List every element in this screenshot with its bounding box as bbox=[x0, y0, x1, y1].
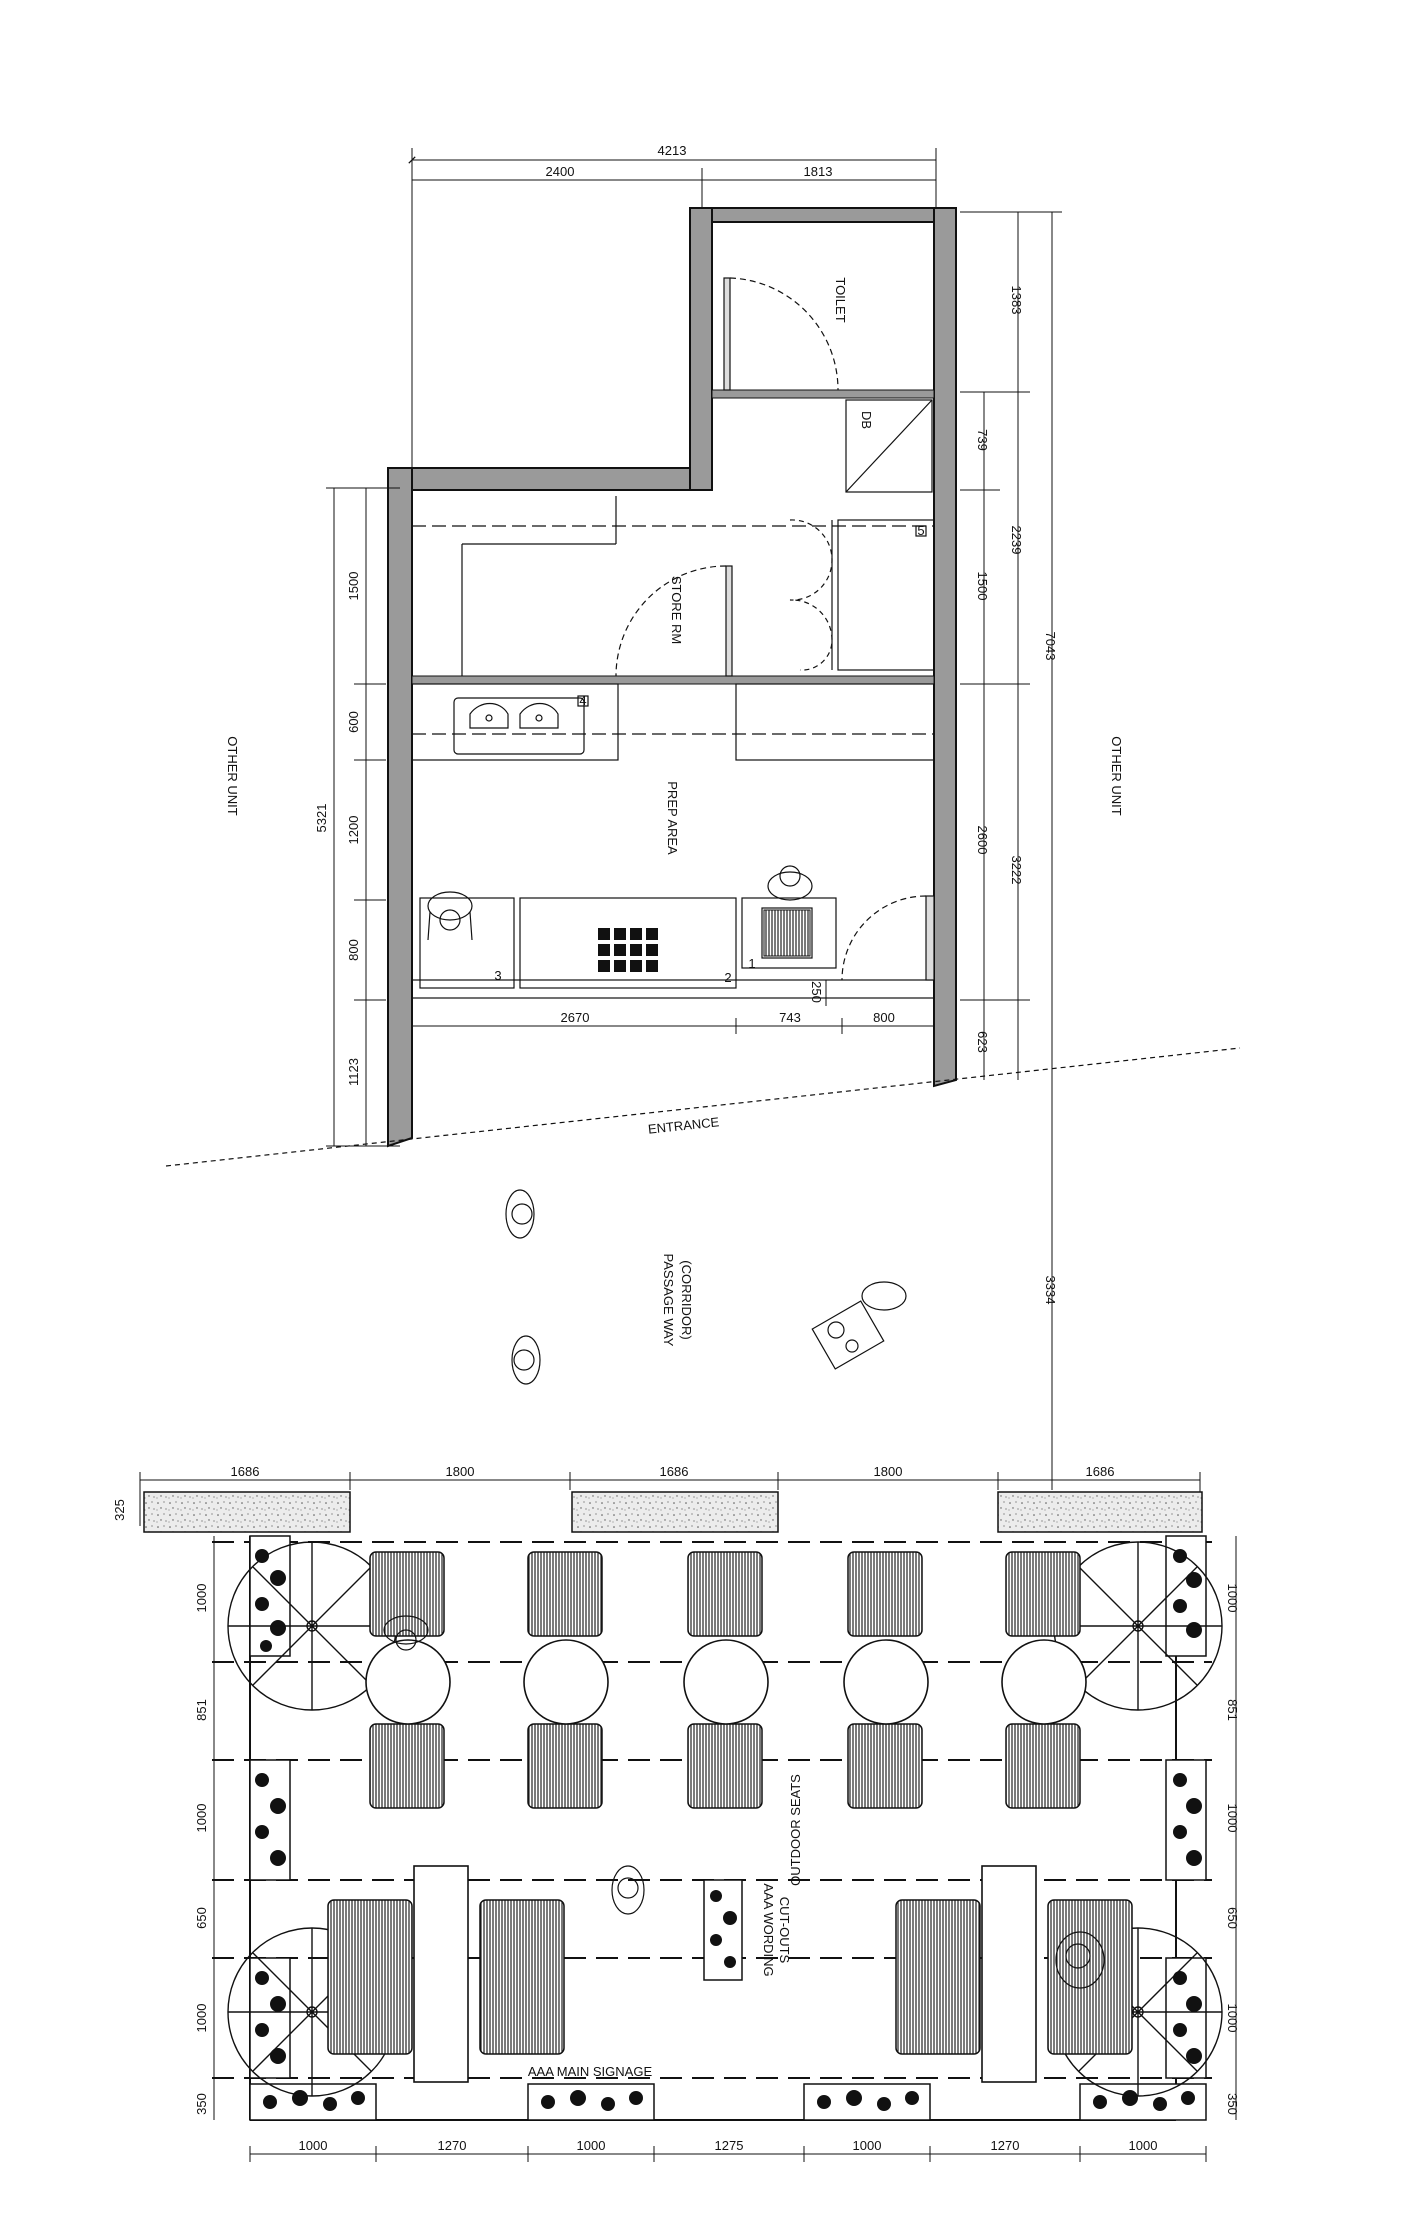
dim-out-r-350: 350 bbox=[1225, 2093, 1240, 2115]
dim-left-1123: 1123 bbox=[346, 1058, 361, 1086]
person-icon-kitchen-left bbox=[427, 891, 473, 941]
label-passage-way: PASSAGE WAY bbox=[661, 1254, 676, 1347]
label-toilet: TOILET bbox=[833, 277, 848, 322]
planter-strips bbox=[143, 1491, 1203, 1533]
label-other-unit-right: OTHER UNIT bbox=[1109, 736, 1124, 816]
person-icon-corridor-1 bbox=[505, 1189, 535, 1239]
dim-right-3222: 3222 bbox=[1009, 856, 1024, 885]
grill-unit bbox=[763, 909, 811, 957]
dim-top-2400: 2400 bbox=[546, 164, 575, 179]
dim-left-800: 800 bbox=[346, 939, 361, 961]
dim-800: 800 bbox=[873, 1010, 895, 1025]
dim-out-b-3: 1000 bbox=[577, 2138, 606, 2153]
label-outdoor-seats: OUTDOOR SEATS bbox=[788, 1774, 803, 1886]
prep-area bbox=[411, 683, 935, 999]
dim-out-r-1000b: 1000 bbox=[1225, 1804, 1240, 1833]
dim-right-739: 739 bbox=[975, 429, 990, 451]
top-dimensions bbox=[412, 148, 937, 470]
outdoor-side-dims bbox=[213, 1536, 1237, 2120]
building-walls bbox=[387, 207, 957, 1148]
dim-right-623: 623 bbox=[975, 1031, 990, 1053]
dim-right-7043: 7043 bbox=[1043, 632, 1058, 661]
label-prep: PREP AREA bbox=[665, 781, 680, 855]
label-entrance: ENTRANCE bbox=[647, 1114, 720, 1136]
tag-5: 5 bbox=[917, 523, 924, 538]
label-db: DB bbox=[859, 411, 874, 429]
dim-out-top-4: 1800 bbox=[874, 1464, 903, 1479]
db-cabinet bbox=[845, 399, 933, 493]
dim-out-top-3: 1686 bbox=[660, 1464, 689, 1479]
label-wording-2: CUT-OUTS bbox=[777, 1897, 792, 1964]
dim-out-b-6: 1270 bbox=[991, 2138, 1020, 2153]
label-store: STORE RM bbox=[669, 576, 684, 644]
dim-out-l-350: 350 bbox=[194, 2093, 209, 2115]
tag-2: 2 bbox=[724, 970, 731, 985]
dim-right-1383: 1383 bbox=[1009, 286, 1024, 315]
label-wording-1: AAA WORDING bbox=[761, 1883, 776, 1976]
dim-out-b-4: 1275 bbox=[715, 2138, 744, 2153]
dim-743: 743 bbox=[779, 1010, 801, 1025]
store-room bbox=[412, 496, 935, 677]
dim-out-top-1: 1686 bbox=[231, 1464, 260, 1479]
dim-out-l-851: 851 bbox=[194, 1699, 209, 1721]
dim-out-b-7: 1000 bbox=[1129, 2138, 1158, 2153]
dim-out-r-851: 851 bbox=[1225, 1699, 1240, 1721]
label-other-unit-left: OTHER UNIT bbox=[225, 736, 240, 816]
person-icon-corridor-3 bbox=[811, 1281, 907, 1370]
dim-right-3334: 3334 bbox=[1043, 1276, 1058, 1305]
label-corridor: (CORRIDOR) bbox=[679, 1260, 694, 1339]
dim-250: 250 bbox=[809, 981, 824, 1003]
dim-out-b-5: 1000 bbox=[853, 2138, 882, 2153]
cooktop-grid bbox=[598, 928, 658, 972]
person-icon-corridor-2 bbox=[511, 1335, 541, 1385]
dim-out-top-2: 1800 bbox=[446, 1464, 475, 1479]
dim-top-1813: 1813 bbox=[804, 164, 833, 179]
dim-out-top-5: 1686 bbox=[1086, 1464, 1115, 1479]
dim-left-5321: 5321 bbox=[314, 804, 329, 833]
dim-out-325: 325 bbox=[112, 1499, 127, 1521]
outdoor-chairs bbox=[327, 1551, 1133, 2055]
tag-1: 1 bbox=[748, 956, 755, 971]
tag-4: 4 bbox=[579, 693, 586, 708]
dim-out-l-1000a: 1000 bbox=[194, 1584, 209, 1613]
right-dims bbox=[960, 211, 1062, 1490]
dim-out-r-1000a: 1000 bbox=[1225, 1584, 1240, 1613]
dim-out-r-650: 650 bbox=[1225, 1907, 1240, 1929]
dim-right-2239: 2239 bbox=[1009, 526, 1024, 555]
dim-top-total: 4213 bbox=[658, 143, 687, 158]
person-icon-outdoor bbox=[383, 1615, 1105, 1989]
label-main-signage: AAA MAIN SIGNAGE bbox=[528, 2064, 653, 2079]
dim-left-1200: 1200 bbox=[346, 816, 361, 845]
outdoor-bottom-dims bbox=[249, 2146, 1207, 2162]
dim-2670: 2670 bbox=[561, 1010, 590, 1025]
dim-right-2600: 2600 bbox=[975, 826, 990, 855]
tag-3: 3 bbox=[494, 968, 501, 983]
dim-out-l-1000c: 1000 bbox=[194, 2004, 209, 2033]
dim-out-b-1: 1000 bbox=[299, 2138, 328, 2153]
side-planters bbox=[249, 1535, 1207, 2121]
dim-out-l-650: 650 bbox=[194, 1907, 209, 1929]
toilet-room bbox=[723, 277, 839, 391]
dim-out-b-2: 1270 bbox=[438, 2138, 467, 2153]
person-icon-kitchen-right bbox=[767, 865, 813, 901]
entrance-line bbox=[165, 1047, 1241, 1167]
dim-out-r-1000c: 1000 bbox=[1225, 2004, 1240, 2033]
dim-out-l-1000b: 1000 bbox=[194, 1804, 209, 1833]
interior-bottom-dims bbox=[412, 980, 934, 1034]
outdoor-tables bbox=[365, 1639, 1087, 2083]
dim-left-600: 600 bbox=[346, 711, 361, 733]
dim-right-1500: 1500 bbox=[975, 572, 990, 601]
dim-left-1500: 1500 bbox=[346, 572, 361, 601]
left-dims bbox=[326, 487, 400, 1147]
